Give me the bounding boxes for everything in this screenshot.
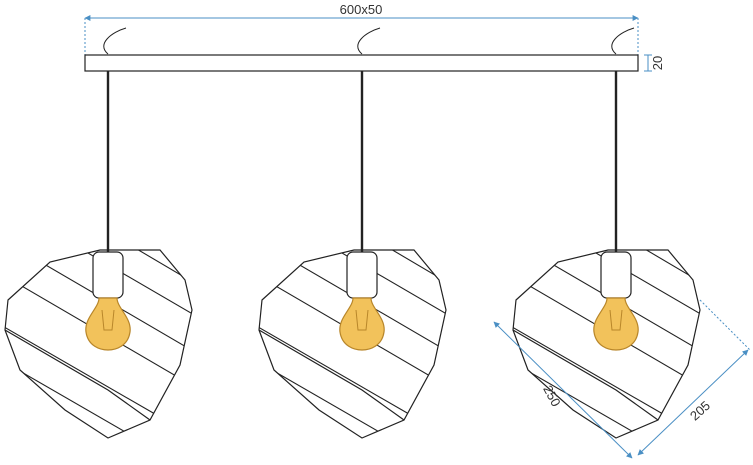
canopy-height-dimension: 20 xyxy=(644,54,665,72)
canopy-width-dimension: 600x50 xyxy=(84,2,639,55)
wire-center xyxy=(357,27,381,55)
shade-depth-label: 205 xyxy=(687,398,713,424)
wire-left xyxy=(103,27,127,55)
pendant-left xyxy=(0,180,240,465)
canopy-size-label: 600x50 xyxy=(340,2,383,17)
wire-right xyxy=(611,27,635,55)
pendant-center xyxy=(194,180,494,465)
canopy-bar xyxy=(84,54,639,72)
pendant-right xyxy=(448,180,748,465)
shade-depth-dimension: 205 xyxy=(637,299,751,456)
canopy-height-label: 20 xyxy=(650,56,665,70)
